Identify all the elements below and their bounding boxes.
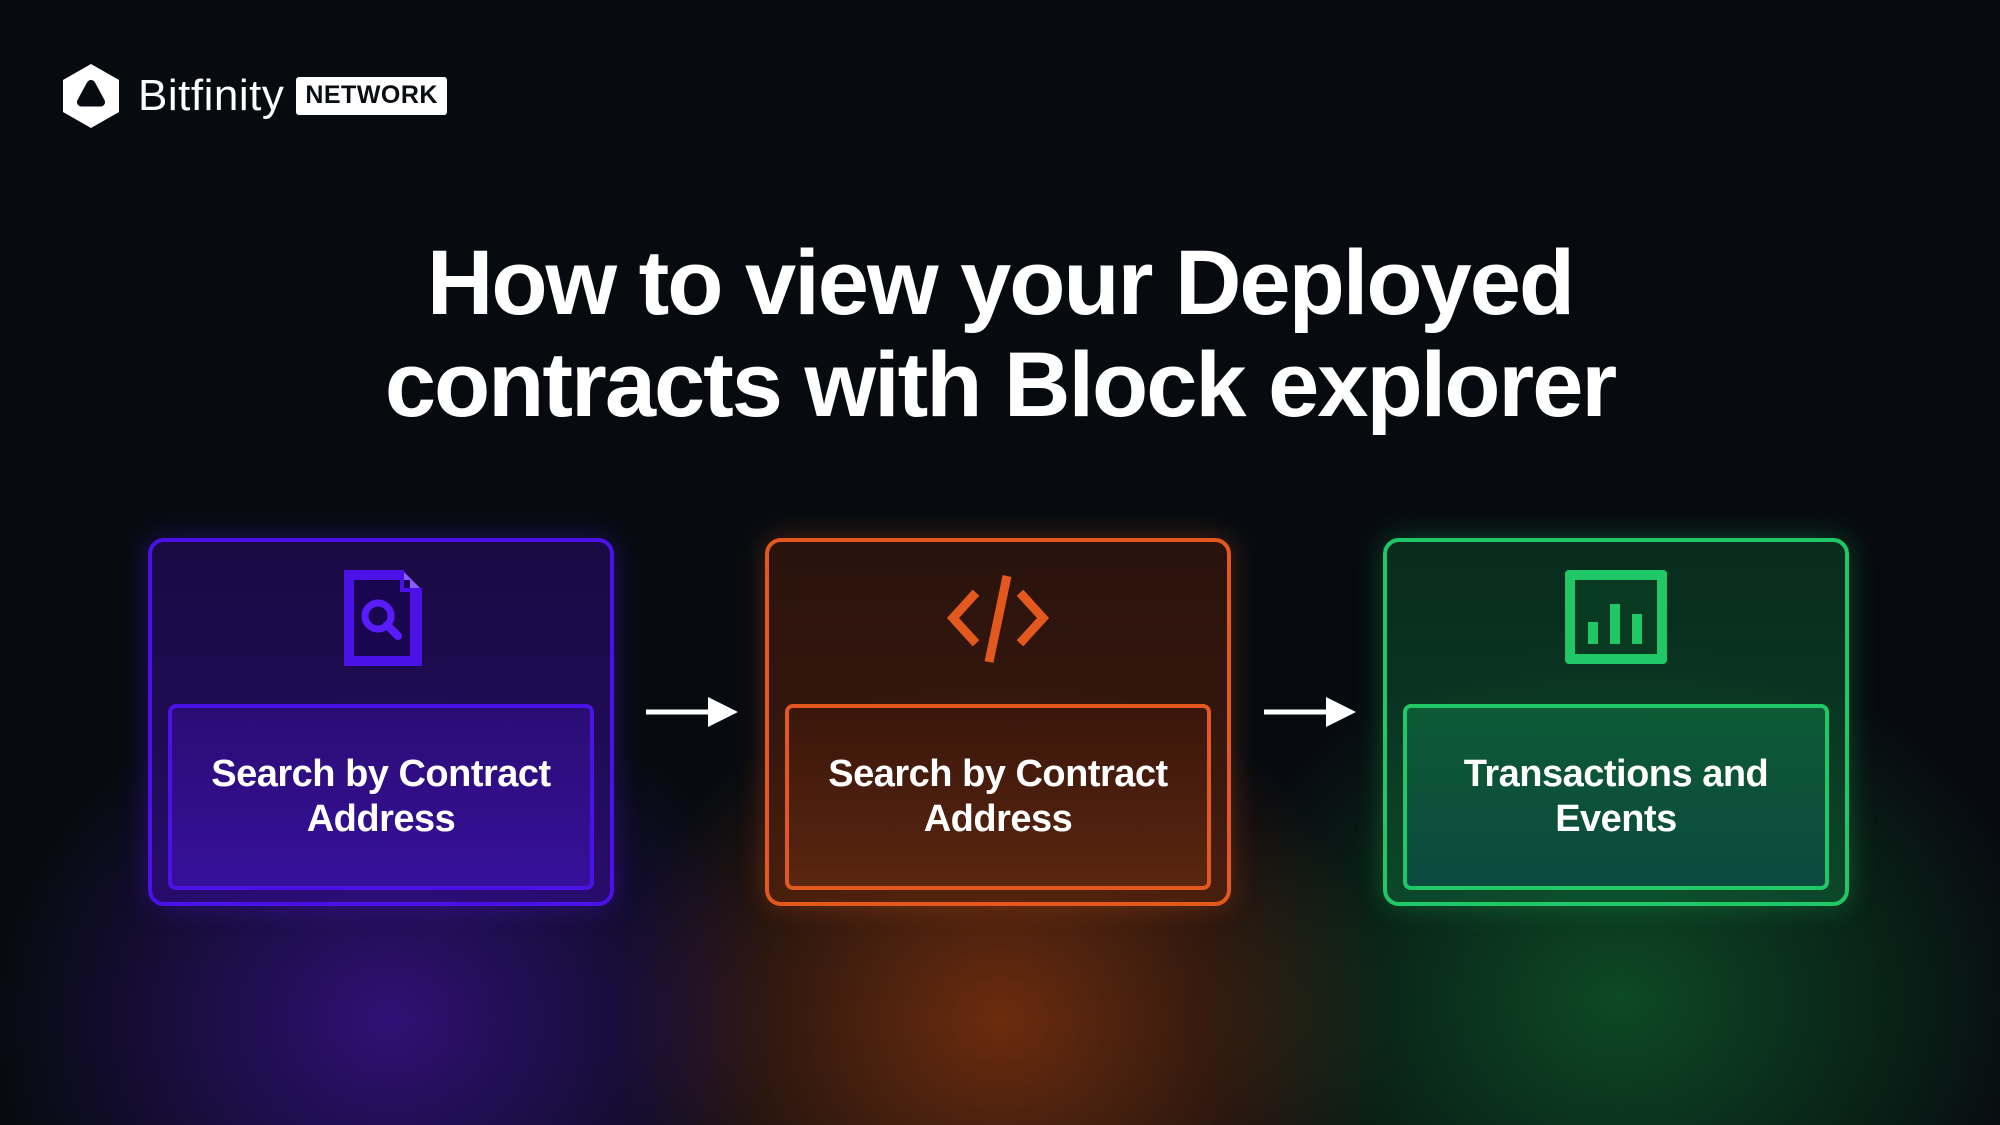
step-label: Transactions and Events (1463, 753, 1769, 840)
page-title: How to view your Deployed contracts with… (0, 232, 2000, 436)
document-search-icon (344, 570, 422, 666)
brand: Bitfinity NETWORK (60, 60, 447, 132)
step-label-box: Search by Contract Address (785, 704, 1211, 890)
bar-chart-icon (1565, 570, 1667, 664)
code-icon (946, 575, 1050, 663)
step-card-transactions-events: Transactions and Events (1383, 538, 1849, 906)
brand-name: Bitfinity (138, 71, 285, 120)
arrow-right-icon (1264, 697, 1356, 727)
network-badge: NETWORK (296, 77, 447, 115)
arrow-right-icon (646, 697, 738, 727)
step-label-box: Transactions and Events (1403, 704, 1829, 890)
step-label-box: Search by Contract Address (168, 704, 594, 890)
step-label: Search by Contract Address (211, 753, 551, 840)
step-card-contract-code: Search by Contract Address (765, 538, 1231, 906)
step-card-search-address: Search by Contract Address (148, 538, 614, 906)
title-line-2: contracts with Block explorer (384, 334, 1617, 436)
bitfinity-logo-icon (63, 64, 119, 128)
title-line-1: How to view your Deployed (426, 232, 1575, 334)
step-label: Search by Contract Address (828, 753, 1168, 840)
